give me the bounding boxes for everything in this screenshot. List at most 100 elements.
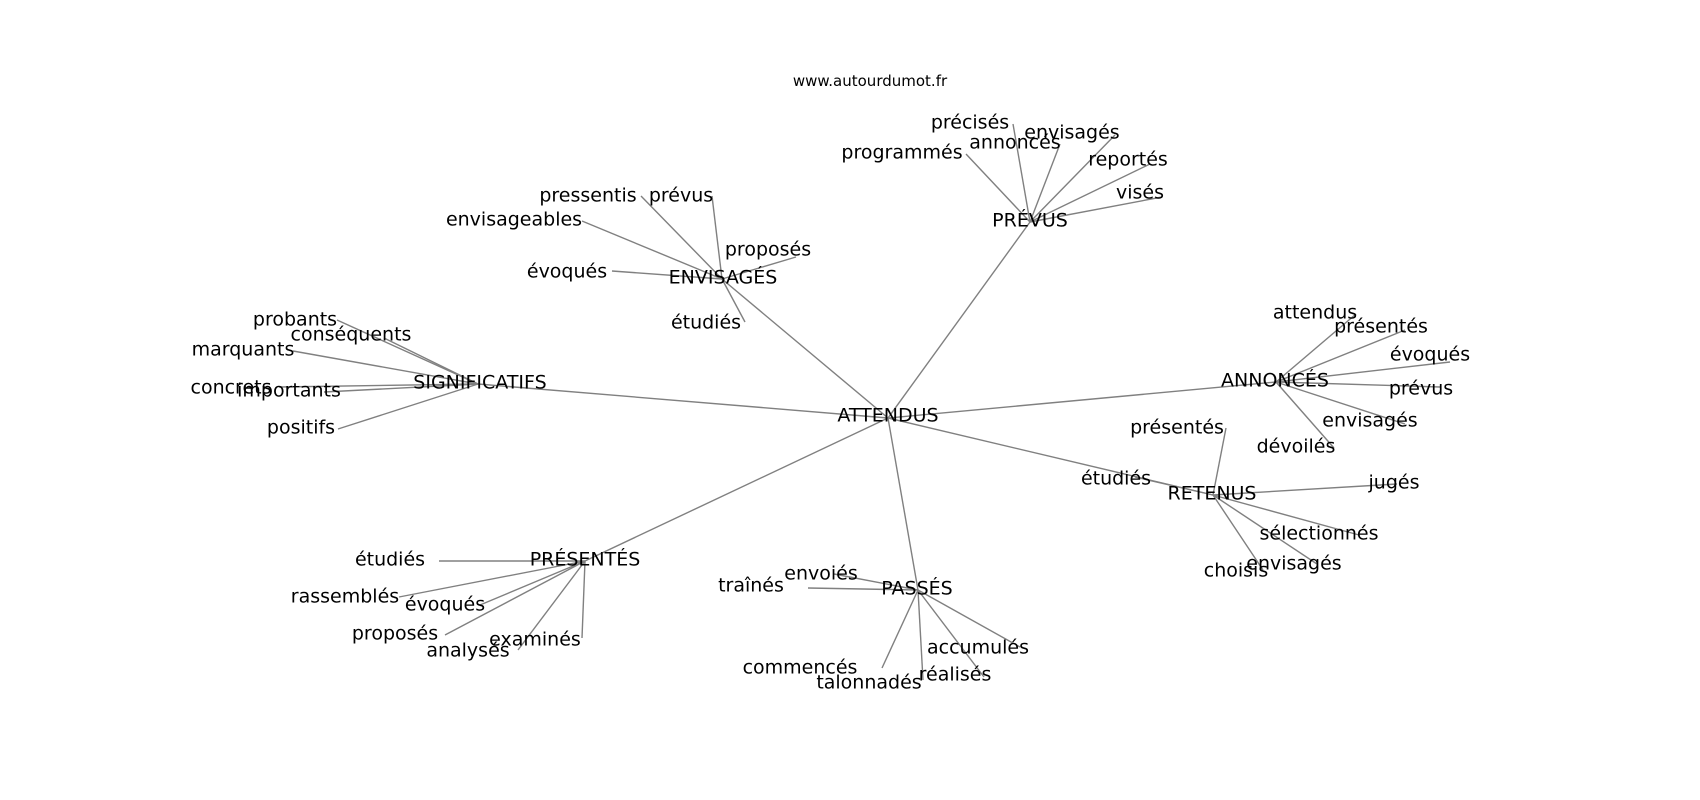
edge-envisages-leaf-0: [640, 195, 723, 280]
edge-passes-leaf-5: [917, 589, 985, 678]
leaf-node-annonces-0: attendus: [1273, 302, 1357, 324]
edge-presentes-leaf-4: [517, 560, 586, 651]
graph-edges: [278, 123, 1451, 681]
leaf-node-significatifs-2: marquants: [192, 339, 295, 361]
edge-prevus-leaf-5: [1029, 196, 1163, 223]
leaf-node-annonces-2: évoqués: [1390, 344, 1470, 366]
edge-envisages-leaf-3: [721, 256, 797, 280]
edge-annonces-leaf-5: [1275, 381, 1335, 449]
edge-annonces-leaf-4: [1275, 381, 1406, 425]
leaf-node-annonces-5: dévoilés: [1257, 436, 1336, 458]
leaf-node-presentes-2: évoqués: [405, 594, 485, 616]
leaf-node-passes-1: traînés: [718, 575, 784, 597]
leaf-node-envisages-1: prévus: [649, 185, 713, 207]
edge-envisages-leaf-1: [711, 195, 723, 280]
edge-passes-leaf-3: [881, 589, 919, 669]
edge-center-envisages: [721, 278, 889, 419]
edge-annonces-leaf-3: [1275, 381, 1441, 388]
leaf-node-prevus-0: précisés: [931, 112, 1009, 134]
hub-node-prevus: PRÉVUS: [992, 209, 1068, 232]
edge-center-passes: [887, 417, 919, 591]
edge-annonces-leaf-1: [1275, 329, 1406, 383]
edge-annonces-leaf-2: [1275, 361, 1451, 383]
leaf-node-presentes-3: proposés: [352, 623, 438, 645]
leaf-node-envisages-4: évoqués: [527, 261, 607, 283]
center-node-label: ATTENDUS: [837, 405, 938, 427]
edge-retenus-leaf-5: [1212, 494, 1264, 571]
edge-center-presentes: [584, 417, 889, 562]
leaf-node-prevus-4: reportés: [1088, 149, 1168, 171]
leaf-node-passes-3: commencés: [743, 657, 858, 679]
leaf-node-significatifs-1: conséquents: [291, 324, 412, 346]
leaf-node-significatifs-0: probants: [253, 309, 337, 331]
leaf-node-retenus-5: choisis: [1204, 560, 1268, 582]
edge-presentes-leaf-3: [444, 560, 586, 636]
edge-retenus-leaf-1: [1134, 476, 1214, 496]
edge-passes-leaf-2: [917, 589, 1021, 648]
edge-prevus-leaf-1: [1029, 143, 1061, 223]
leaf-node-envisages-3: proposés: [725, 239, 811, 261]
leaf-node-significatifs-4: importants: [237, 380, 341, 402]
leaf-node-annonces-3: prévus: [1389, 378, 1453, 400]
hub-node-annonces: ANNONCÉS: [1221, 369, 1329, 392]
edge-significatifs-leaf-5: [337, 383, 479, 430]
leaf-node-prevus-3: envisagés: [1024, 122, 1119, 144]
leaf-node-envisages-0: pressentis: [539, 185, 636, 207]
leaf-node-significatifs-5: positifs: [267, 417, 335, 439]
leaf-node-retenus-4: envisagés: [1246, 553, 1341, 575]
edge-retenus-leaf-3: [1212, 494, 1360, 536]
edge-retenus-leaf-2: [1212, 483, 1398, 496]
edge-significatifs-leaf-2: [292, 350, 479, 385]
leaf-node-envisages-5: étudiés: [671, 312, 741, 334]
leaf-node-presentes-0: étudiés: [355, 549, 425, 571]
hub-node-significatifs: SIGNIFICATIFS: [413, 372, 546, 394]
edge-envisages-leaf-4: [611, 270, 723, 280]
leaf-node-retenus-2: jugés: [1368, 472, 1420, 494]
edge-presentes-leaf-5: [581, 560, 586, 639]
edge-prevus-leaf-3: [1029, 134, 1116, 223]
leaf-node-presentes-4: analysés: [426, 640, 509, 662]
leaf-node-presentes-5: examinés: [489, 629, 581, 651]
leaf-node-annonces-4: envisagés: [1322, 410, 1417, 432]
edge-significatifs-leaf-0: [336, 319, 479, 385]
leaf-node-prevus-2: programmés: [841, 142, 962, 164]
edge-significatifs-leaf-4: [323, 383, 479, 393]
leaf-node-passes-2: accumulés: [927, 637, 1029, 659]
leaf-node-passes-0: envoiés: [784, 563, 857, 585]
edge-center-significatifs: [477, 383, 889, 419]
edge-prevus-leaf-2: [965, 153, 1031, 223]
leaf-node-passes-5: réalisés: [919, 664, 992, 686]
leaf-node-annonces-1: présentés: [1334, 316, 1428, 338]
hub-node-retenus: RETENUS: [1168, 483, 1257, 505]
hub-node-passes: PASSÉS: [881, 577, 952, 600]
leaf-node-prevus-1: annoncés: [969, 132, 1060, 154]
edge-envisages-leaf-2: [581, 220, 723, 280]
leaf-node-envisages-2: envisageables: [446, 209, 582, 231]
edge-passes-leaf-1: [807, 587, 919, 591]
edge-retenus-leaf-4: [1212, 494, 1318, 565]
leaf-node-retenus-1: étudiés: [1081, 468, 1151, 490]
edge-presentes-leaf-1: [398, 560, 586, 598]
edge-prevus-leaf-0: [1012, 123, 1031, 223]
leaf-node-passes-4: talonnadés: [816, 672, 921, 694]
edge-center-prevus: [887, 221, 1031, 419]
leaf-node-retenus-3: sélectionnés: [1259, 523, 1378, 545]
edge-passes-leaf-0: [833, 573, 919, 591]
hub-node-presentes: PRÉSENTÉS: [530, 548, 641, 571]
hub-node-envisages: ENVISAGÉS: [669, 266, 778, 289]
edge-center-annonces: [887, 381, 1277, 419]
leaf-node-prevus-5: visés: [1116, 182, 1164, 204]
edge-presentes-leaf-2: [479, 560, 586, 606]
edge-significatifs-leaf-3: [278, 383, 479, 388]
leaf-node-retenus-0: présentés: [1130, 417, 1224, 439]
edge-envisages-leaf-5: [721, 278, 746, 323]
source-label: www.autourdumot.fr: [792, 72, 948, 90]
edge-significatifs-leaf-1: [383, 337, 479, 385]
edge-passes-leaf-4: [917, 589, 924, 681]
edge-retenus-leaf-0: [1212, 427, 1227, 496]
leaf-node-significatifs-3: concrets: [191, 377, 272, 399]
edge-prevus-leaf-4: [1029, 163, 1151, 223]
leaf-node-presentes-1: rassemblés: [291, 586, 399, 608]
